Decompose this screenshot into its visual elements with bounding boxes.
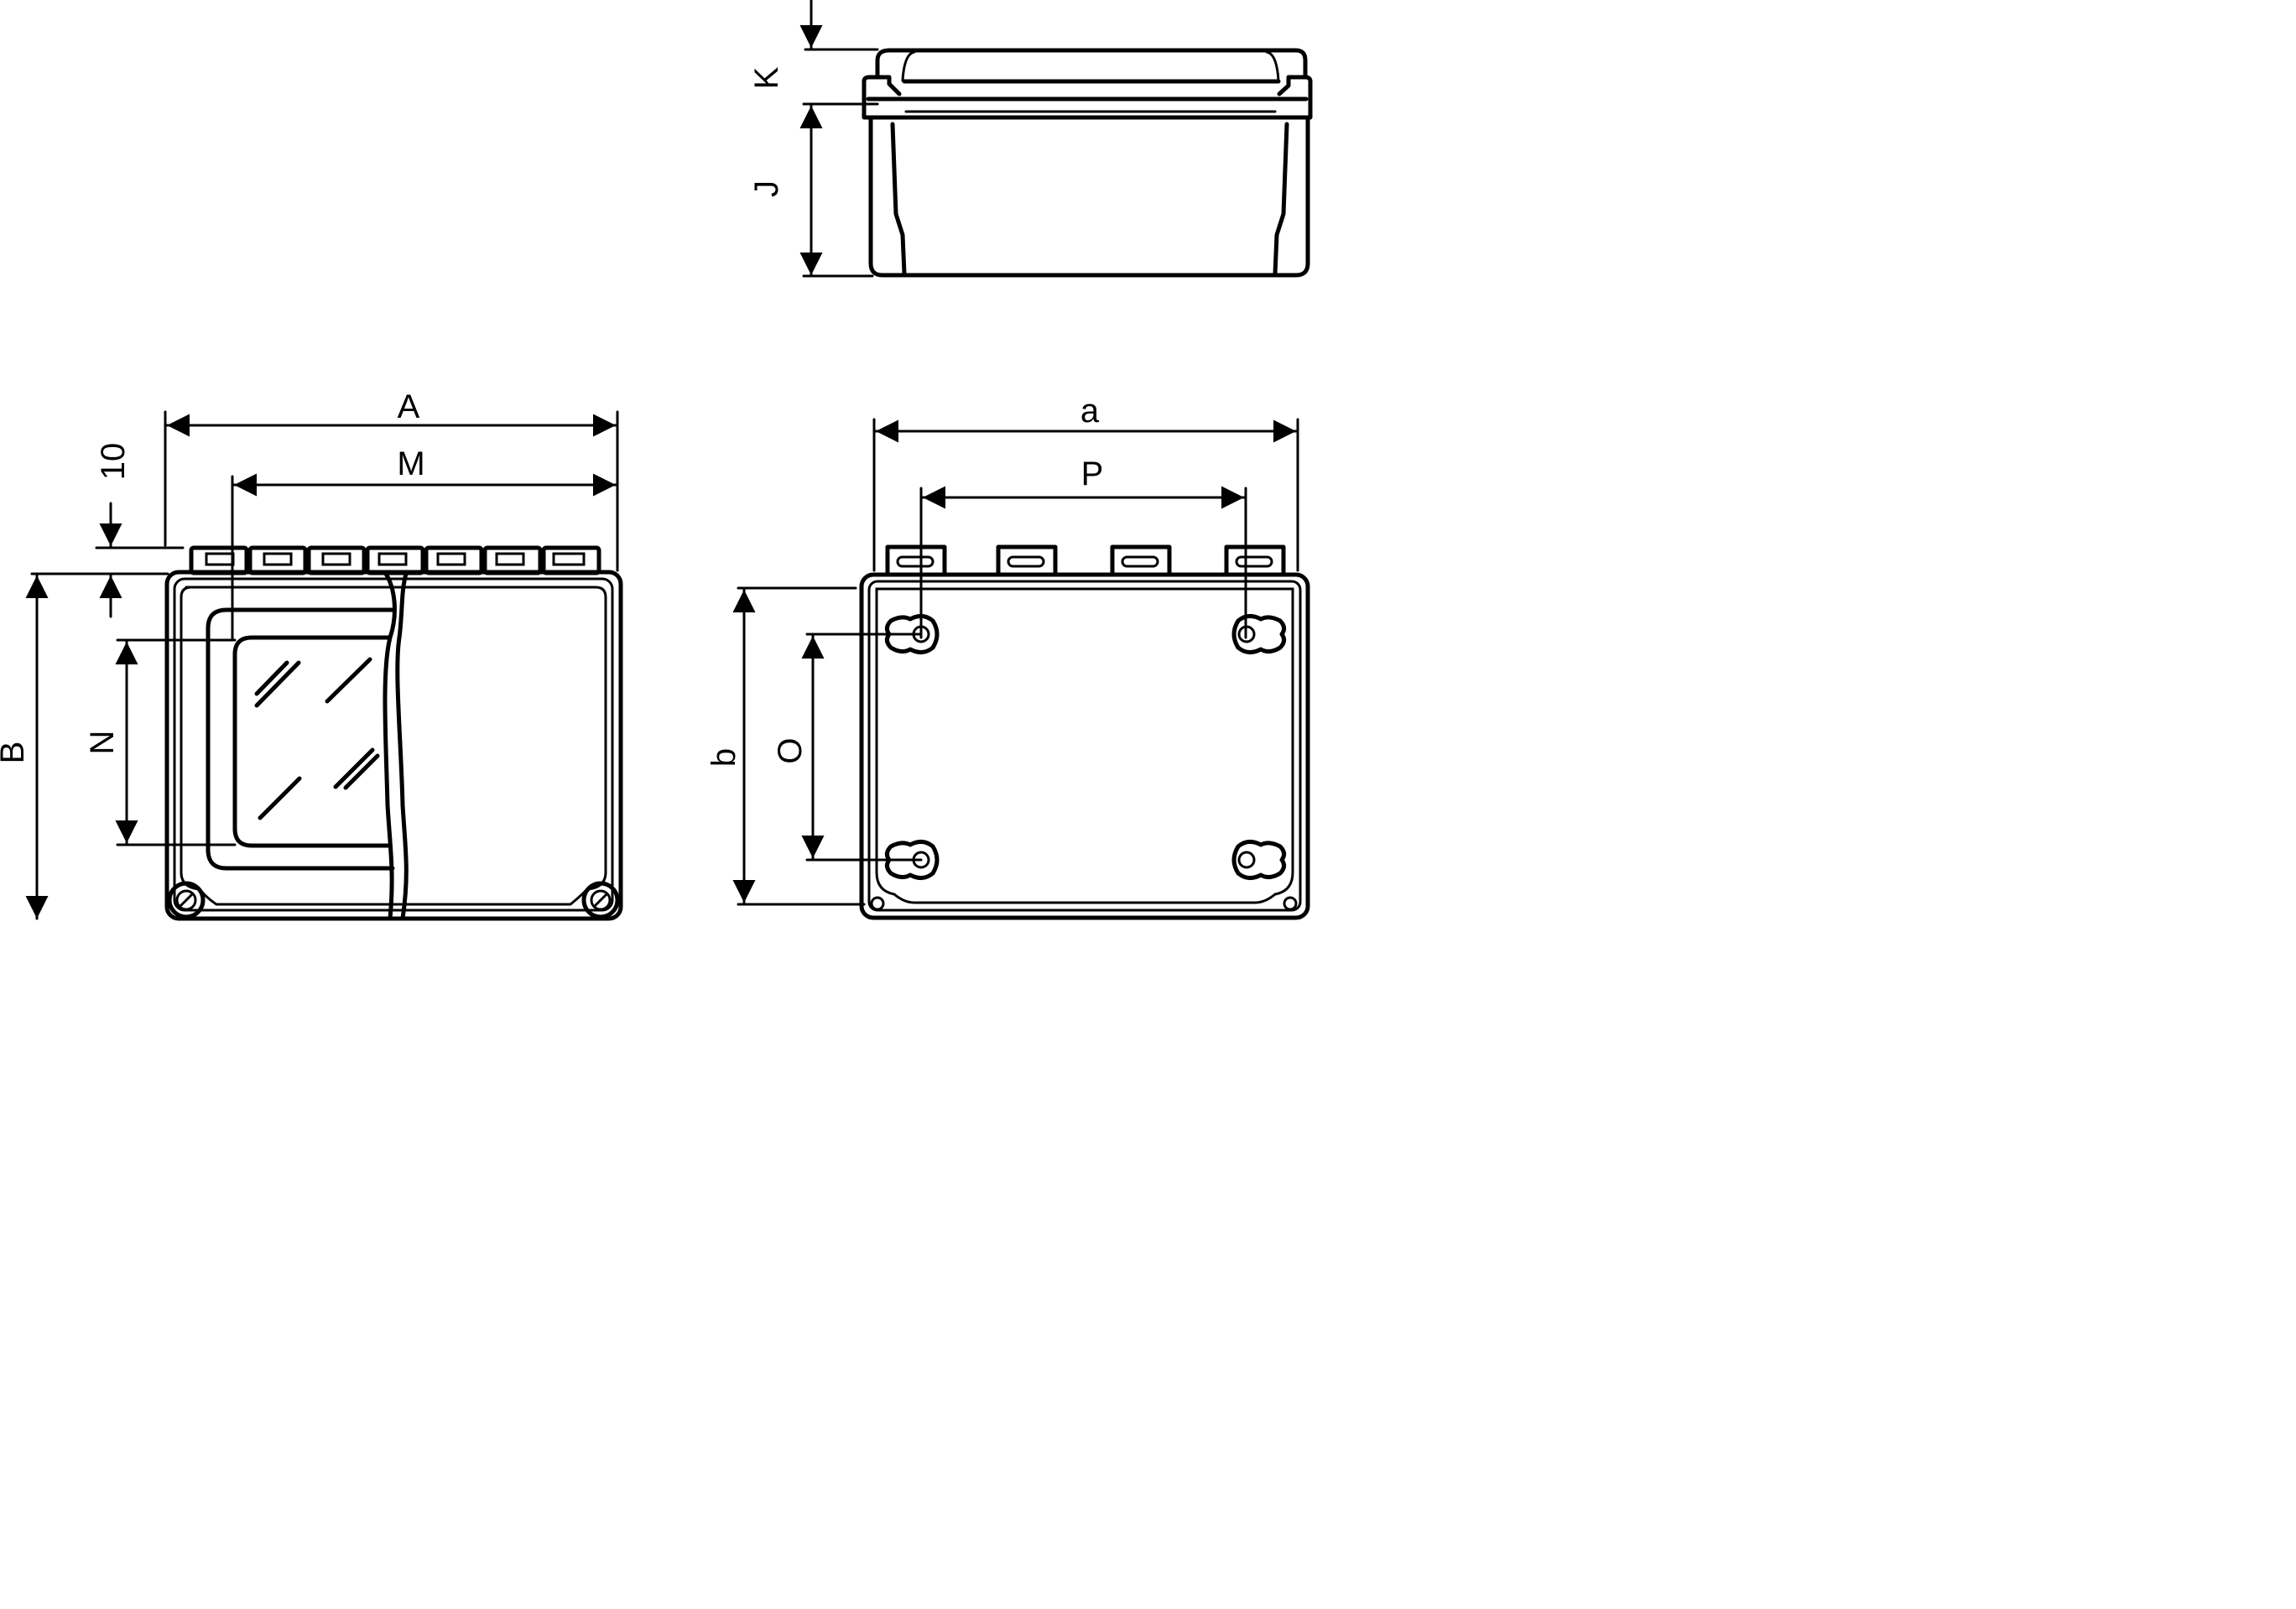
back-corner-hole-right — [1283, 896, 1298, 911]
back-box-inner-1 — [867, 580, 1302, 912]
dim-o-label: O — [772, 737, 809, 763]
dim-a-label: A — [398, 388, 420, 425]
side-lid-inner-curve — [901, 50, 1280, 82]
front-window-frame — [206, 607, 397, 871]
front-view: A M 10 B N — [0, 388, 623, 921]
front-box-inner — [173, 577, 614, 912]
front-screw-right — [581, 881, 620, 919]
side-lid — [875, 48, 1308, 78]
side-view: K J — [748, 0, 1313, 278]
keyhole-top-right — [1231, 614, 1287, 654]
dim-k-label: K — [748, 66, 785, 89]
keyhole-bottom-left — [884, 840, 940, 880]
back-box-inner-2 — [875, 587, 1294, 904]
dim-b-small-label: b — [705, 748, 742, 767]
keyhole-bottom-right — [1231, 840, 1287, 880]
back-corner-hole-left — [870, 896, 885, 911]
keyhole-top-left — [884, 614, 940, 654]
back-box-outer — [859, 572, 1310, 920]
side-hinge-ledge — [862, 75, 1313, 120]
back-view: a P b O — [705, 393, 1310, 920]
dim-n-label: N — [84, 731, 121, 755]
front-break-line — [383, 571, 409, 921]
side-body-inner — [890, 122, 1289, 276]
dim-p-label: P — [1081, 456, 1104, 492]
dim-10-label: 10 — [95, 443, 132, 481]
din-rail-clips — [189, 545, 601, 575]
front-box-outer — [164, 570, 623, 921]
front-box-gasket — [180, 586, 607, 906]
front-window-glass — [232, 635, 393, 848]
front-screw-left — [167, 881, 206, 919]
enclosure-dimension-drawing: K J A M 10 B — [0, 0, 1313, 921]
side-body — [868, 115, 1310, 278]
dim-a-small-label: a — [1080, 393, 1100, 430]
dim-b-label: B — [0, 742, 31, 764]
dim-j-label: J — [748, 180, 785, 197]
glass-reflection-lines — [254, 657, 380, 820]
dim-m-label: M — [397, 445, 424, 482]
mounting-lugs — [885, 544, 1286, 576]
